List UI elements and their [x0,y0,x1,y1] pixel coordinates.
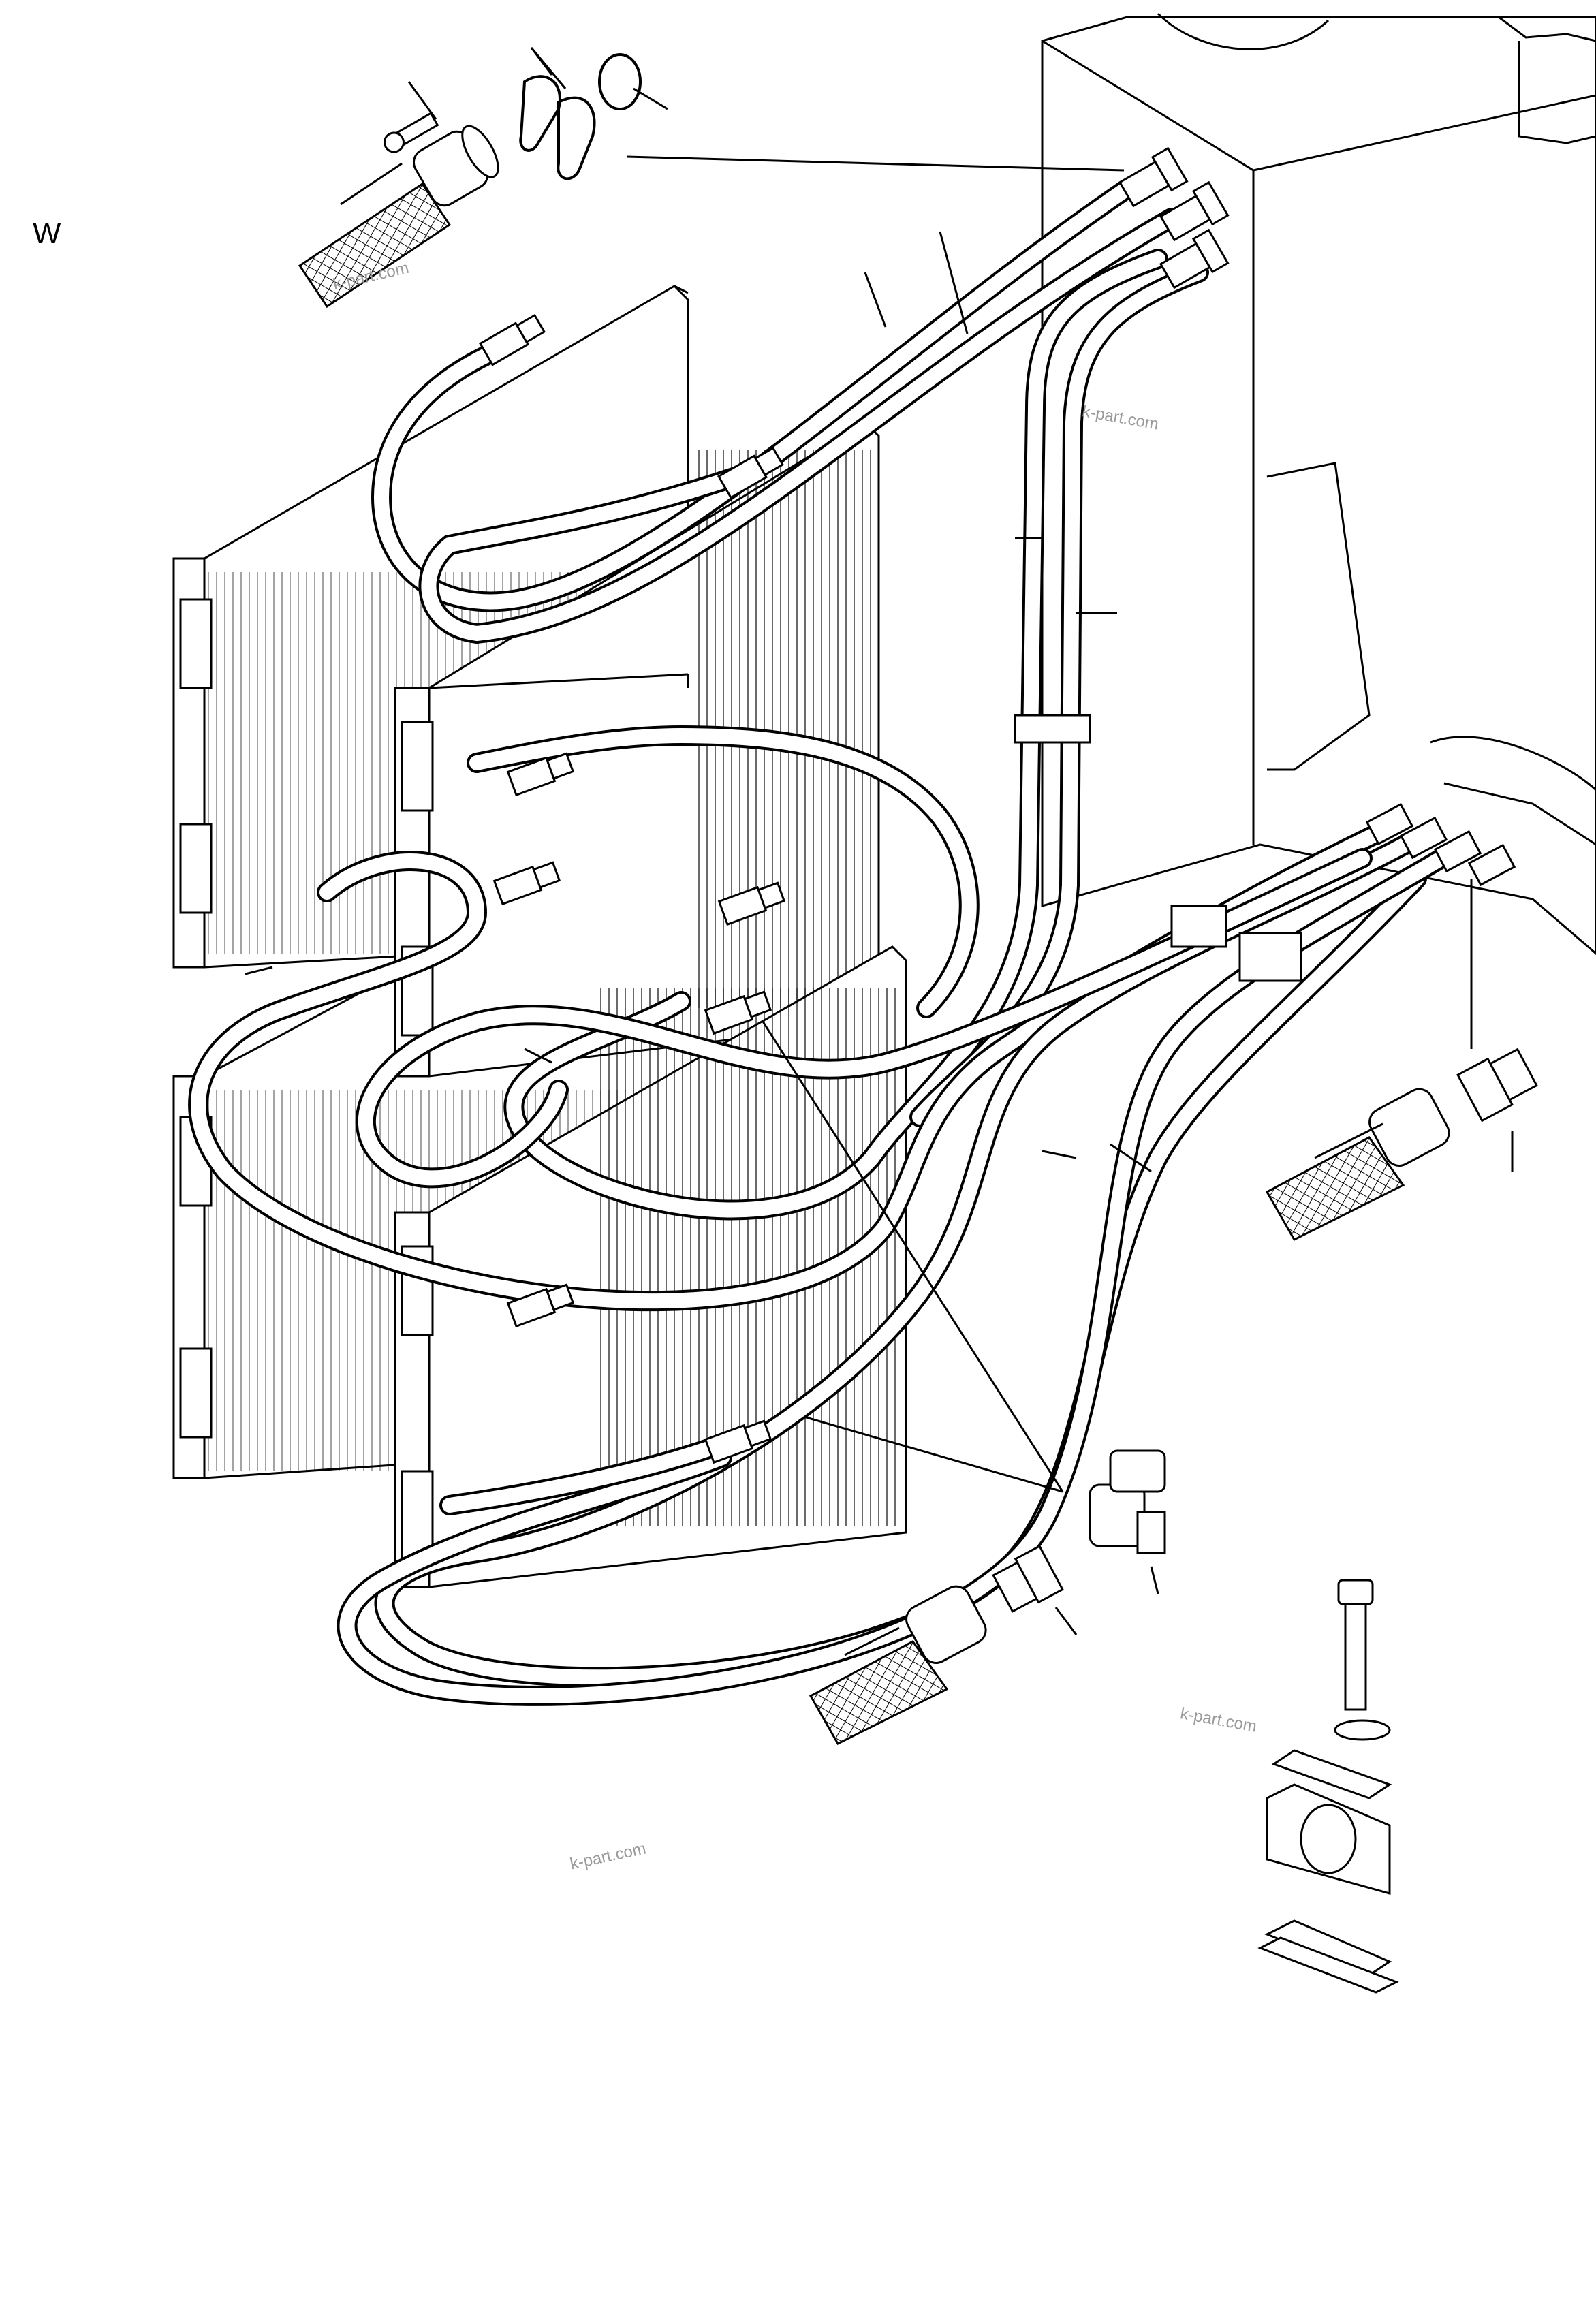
detail-pipe-clamp [1257,1579,1399,1994]
view-label: W [33,217,61,250]
hose-routing [188,180,1475,1706]
detail-elbow-adapter [762,1021,1166,1745]
detail-flange-fitting [298,47,1125,309]
hose-fittings [478,146,1516,1464]
leader-lines [245,231,1152,1173]
hydraulic-tank [1041,12,1596,955]
detail-straight-adapter [1265,879,1538,1241]
